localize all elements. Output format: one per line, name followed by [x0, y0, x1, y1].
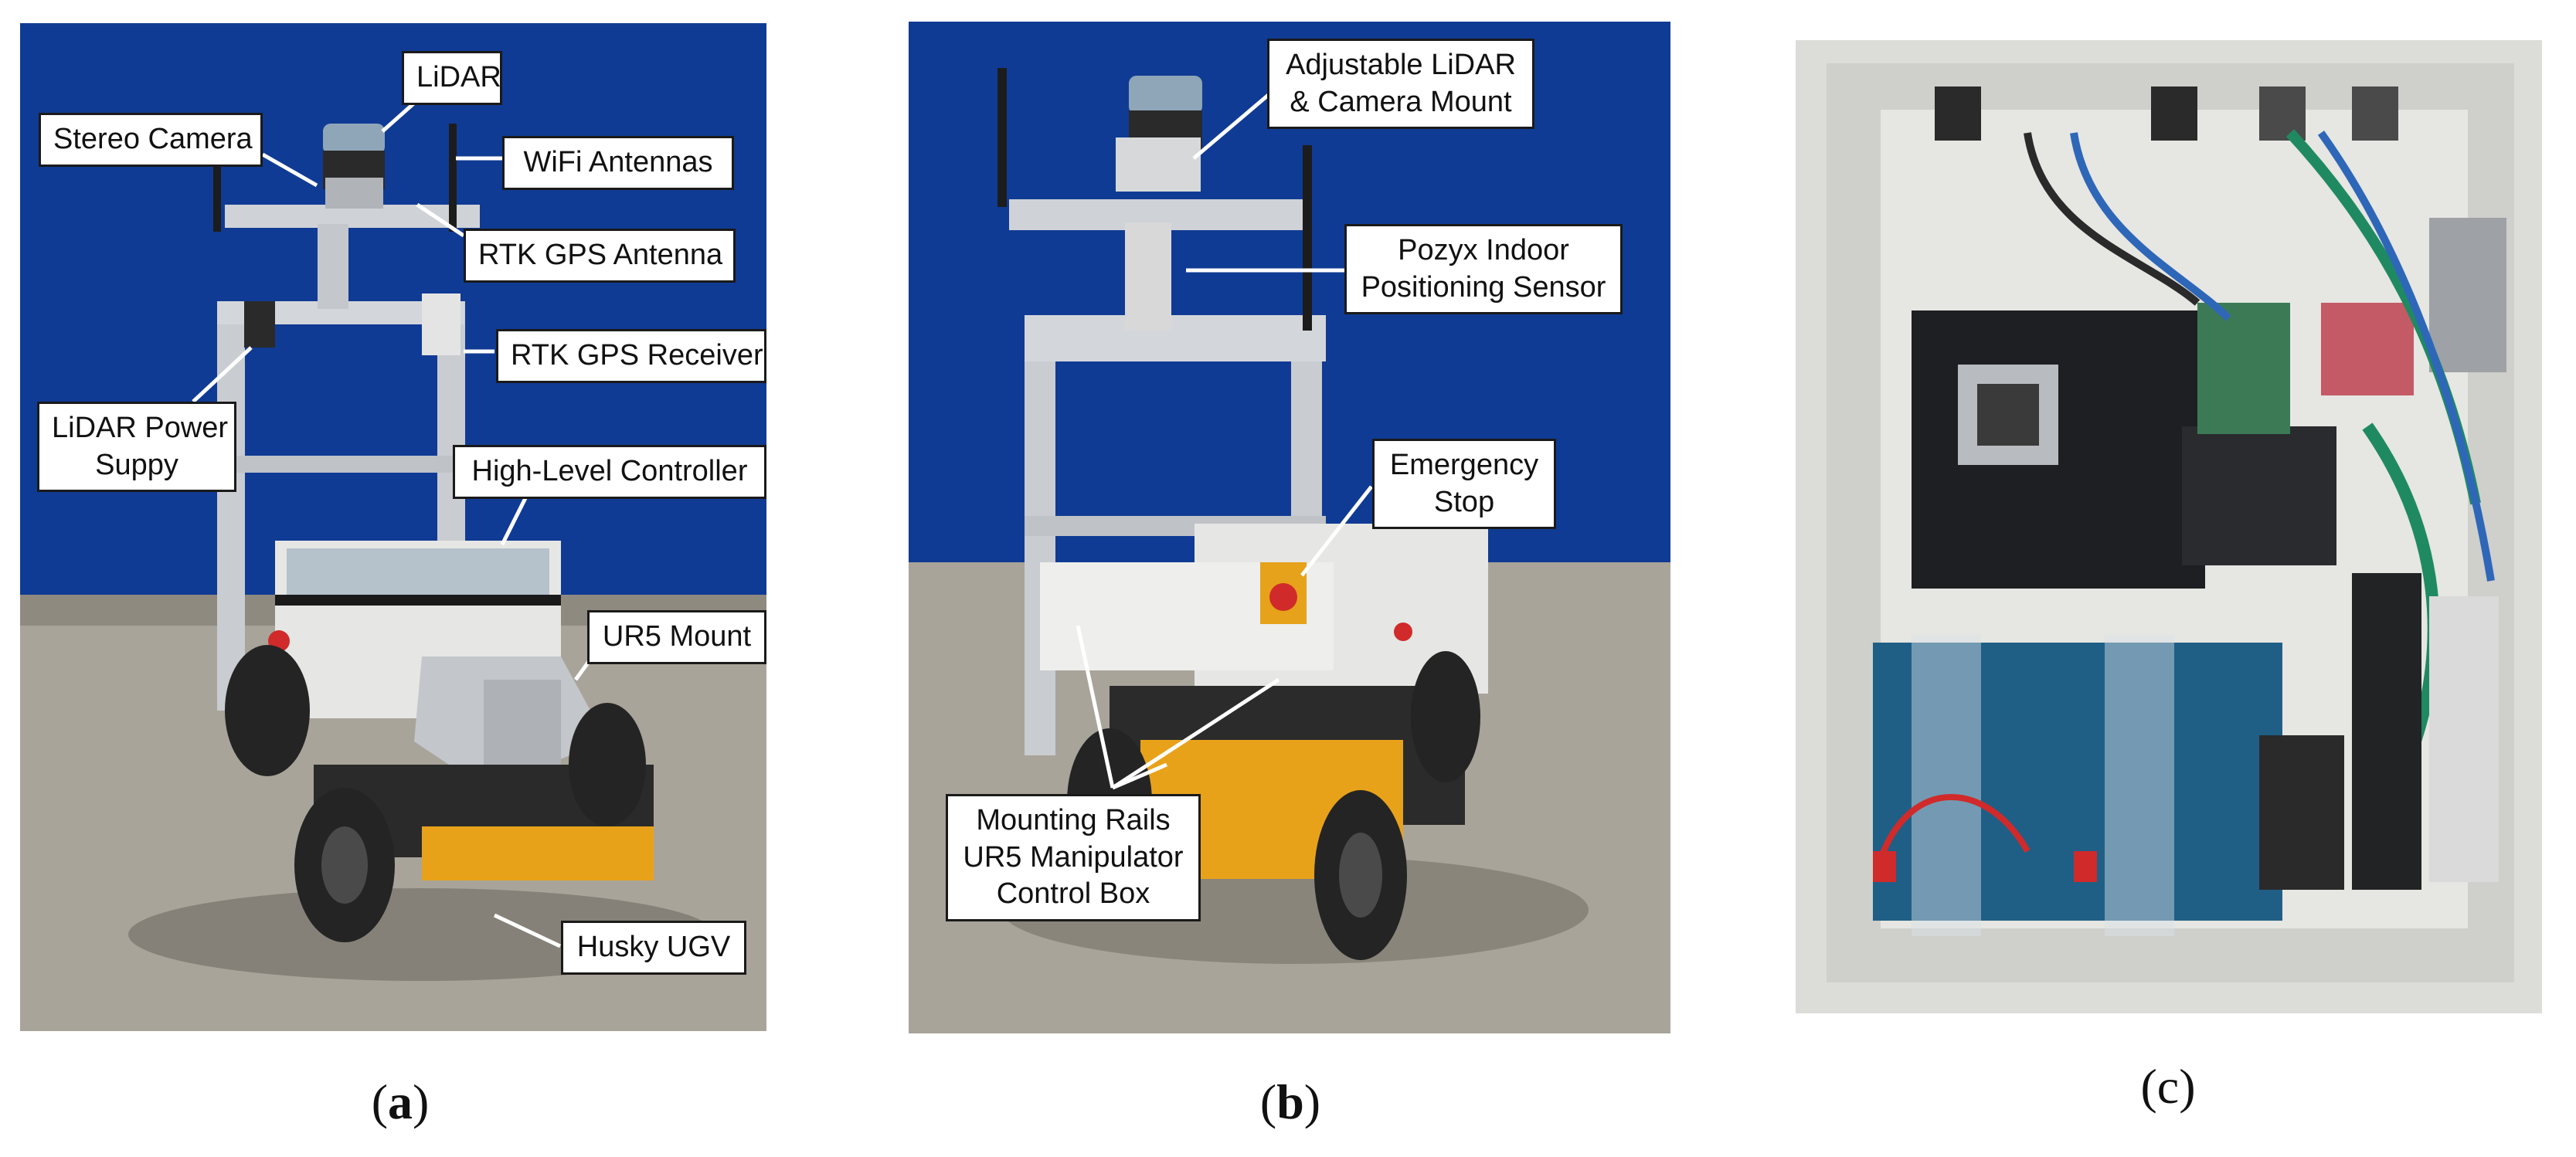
- label-high-level-controller-text: High-Level Controller: [471, 455, 748, 487]
- label-rtk-gps-antenna-text: RTK GPS Antenna: [478, 239, 723, 271]
- caption-b-open: (: [1259, 1074, 1277, 1129]
- label-ur5-mount: UR5 Mount: [587, 610, 766, 664]
- label-mounting-rails: Mounting Rails UR5 Manipulator Control B…: [946, 794, 1201, 921]
- label-estop-line2: Stop: [1433, 485, 1495, 518]
- label-pozyx-line1: Pozyx Indoor: [1398, 234, 1569, 266]
- enclosure-photo-c: [1796, 40, 2542, 1013]
- label-high-level-controller: High-Level Controller: [453, 445, 766, 499]
- label-ur5-mount-text: UR5 Mount: [602, 620, 752, 653]
- label-husky-ugv-text: Husky UGV: [576, 931, 731, 963]
- label-pozyx-line2: Positioning Sensor: [1361, 270, 1606, 304]
- label-lidar-text: LiDAR: [416, 61, 501, 93]
- label-husky-ugv: Husky UGV: [561, 921, 746, 975]
- caption-b: (b): [1213, 1074, 1368, 1131]
- caption-a: (a): [323, 1074, 477, 1131]
- caption-b-letter: b: [1276, 1074, 1304, 1129]
- label-rails-line2: UR5 Manipulator: [963, 840, 1184, 874]
- label-lidar: LiDAR: [402, 51, 502, 105]
- label-rtk-gps-receiver-text: RTK GPS Receiver: [511, 339, 763, 372]
- photo-panel-c: [1796, 40, 2542, 1013]
- label-pozyx-sensor: Pozyx Indoor Positioning Sensor: [1344, 224, 1623, 314]
- label-emergency-stop: Emergency Stop: [1372, 439, 1556, 529]
- caption-a-open: (: [371, 1074, 388, 1129]
- caption-c-close: ): [2179, 1059, 2196, 1114]
- label-rtk-gps-antenna: RTK GPS Antenna: [464, 229, 736, 283]
- label-adjustable-mount: Adjustable LiDAR & Camera Mount: [1267, 39, 1534, 129]
- caption-c-letter: c: [2156, 1059, 2180, 1114]
- caption-b-close: ): [1303, 1074, 1321, 1129]
- label-rails-line1: Mounting Rails: [976, 804, 1171, 836]
- label-stereo-camera: Stereo Camera: [39, 113, 263, 167]
- caption-a-letter: a: [388, 1074, 413, 1129]
- caption-a-close: ): [413, 1074, 430, 1129]
- label-lidar-power-line2: Suppy: [95, 448, 178, 481]
- label-estop-line1: Emergency: [1389, 449, 1539, 481]
- label-wifi-antennas: WiFi Antennas: [502, 136, 734, 190]
- label-rails-line3: Control Box: [996, 877, 1150, 910]
- label-adjustable-line2: & Camera Mount: [1290, 85, 1512, 118]
- label-lidar-power-line1: LiDAR Power: [52, 412, 229, 444]
- label-stereo-camera-text: Stereo Camera: [53, 123, 253, 155]
- label-rtk-gps-receiver: RTK GPS Receiver: [496, 329, 766, 383]
- caption-c-open: (: [2140, 1059, 2157, 1114]
- label-wifi-antennas-text: WiFi Antennas: [523, 146, 713, 178]
- label-adjustable-line1: Adjustable LiDAR: [1286, 49, 1516, 81]
- caption-c: (c): [2091, 1058, 2245, 1115]
- label-lidar-power-supply: LiDAR Power Suppy: [37, 402, 236, 492]
